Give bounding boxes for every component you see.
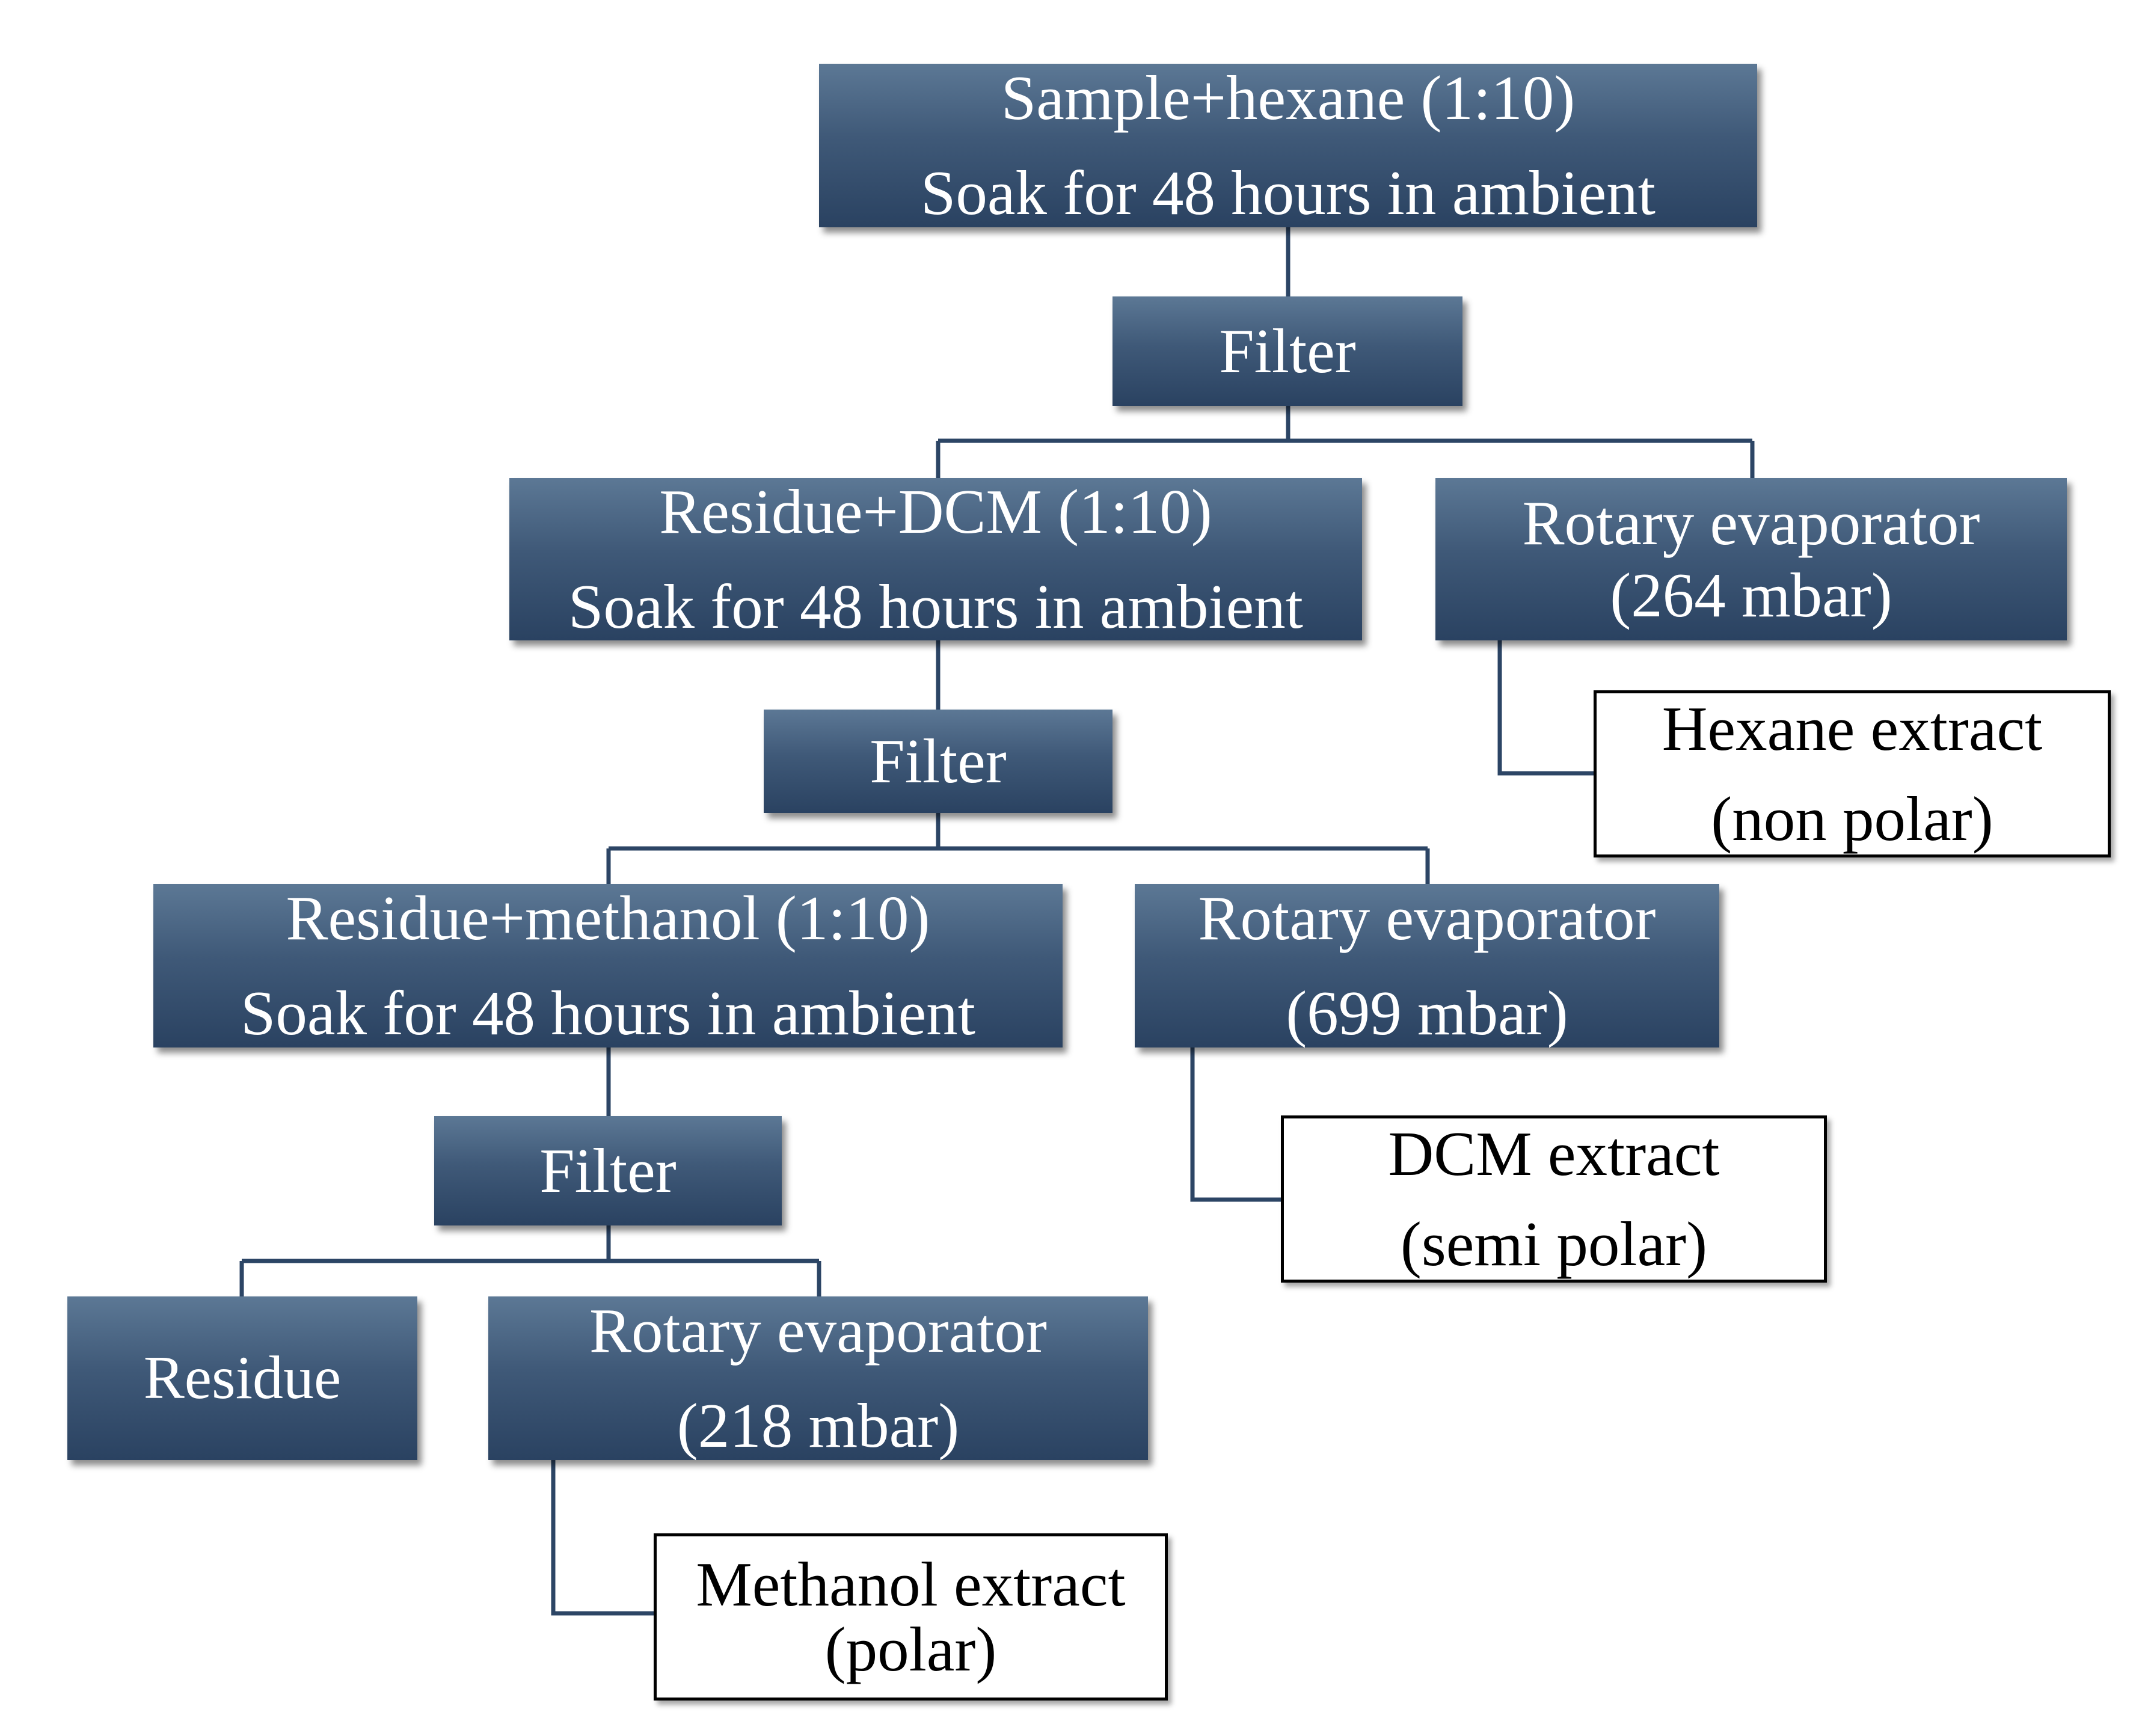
hexane-extract-box: Hexane extract (non polar): [1594, 690, 2111, 857]
filter-step-2: Filter: [764, 710, 1112, 813]
rotary-evaporator-699-line2: (699 mbar): [1286, 978, 1568, 1048]
connector-filter1-branch: [936, 406, 1755, 478]
filter-step-2-label: Filter: [870, 726, 1007, 796]
rotary-evaporator-218-line1: Rotary evaporator: [589, 1295, 1047, 1366]
rotary-evaporator-218-line2: (218 mbar): [677, 1390, 960, 1461]
step-sample-hexane-line2: Soak for 48 hours in ambient: [921, 158, 1656, 228]
methanol-extract-box: Methanol extract (polar): [654, 1533, 1168, 1701]
connector-evaporator2-extract2: [1190, 1047, 1283, 1202]
connector-filter3-branch: [239, 1225, 821, 1296]
dcm-extract-box: DCM extract (semi polar): [1281, 1115, 1827, 1283]
final-residue-label: Residue: [143, 1344, 342, 1412]
filter-step-1-label: Filter: [1219, 316, 1356, 386]
filter-step-3: Filter: [434, 1116, 782, 1225]
dcm-extract-line1: DCM extract: [1388, 1118, 1720, 1189]
methanol-extract-line1: Methanol extract: [696, 1549, 1126, 1619]
rotary-evaporator-218: Rotary evaporator (218 mbar): [488, 1295, 1148, 1461]
filter-step-3-label: Filter: [539, 1135, 677, 1206]
step-residue-dcm-line2: Soak for 48 hours in ambient: [568, 571, 1303, 642]
rotary-evaporator-264: Rotary evaporator (264 mbar): [1435, 478, 2067, 640]
final-residue: Residue: [67, 1296, 417, 1460]
hexane-extract-line1: Hexane extract: [1662, 693, 2043, 764]
connector-evaporator1-extract1: [1497, 640, 1597, 776]
hexane-extract-line2: (non polar): [1711, 784, 1993, 854]
rotary-evaporator-264-line2: (264 mbar): [1610, 560, 1892, 630]
methanol-extract-line2: (polar): [824, 1614, 997, 1684]
step-sample-hexane-line1: Sample+hexane (1:10): [1001, 63, 1576, 133]
rotary-evaporator-699-line1: Rotary evaporator: [1198, 883, 1656, 953]
step-residue-dcm-line1: Residue+DCM (1:10): [659, 476, 1212, 547]
rotary-evaporator-264-line1: Rotary evaporator: [1522, 488, 1980, 558]
step-residue-methanol: Residue+methanol (1:10) Soak for 48 hour…: [153, 883, 1063, 1048]
connector-evaporator3-extract3: [551, 1460, 655, 1616]
connector-filter2-branch: [606, 813, 1430, 884]
dcm-extract-line2: (semi polar): [1400, 1209, 1708, 1279]
step-residue-methanol-line1: Residue+methanol (1:10): [286, 883, 930, 953]
step-sample-hexane: Sample+hexane (1:10) Soak for 48 hours i…: [819, 63, 1757, 228]
filter-step-1: Filter: [1112, 296, 1462, 406]
step-residue-dcm: Residue+DCM (1:10) Soak for 48 hours in …: [509, 476, 1362, 642]
step-residue-methanol-line2: Soak for 48 hours in ambient: [241, 978, 975, 1048]
rotary-evaporator-699: Rotary evaporator (699 mbar): [1135, 883, 1719, 1048]
